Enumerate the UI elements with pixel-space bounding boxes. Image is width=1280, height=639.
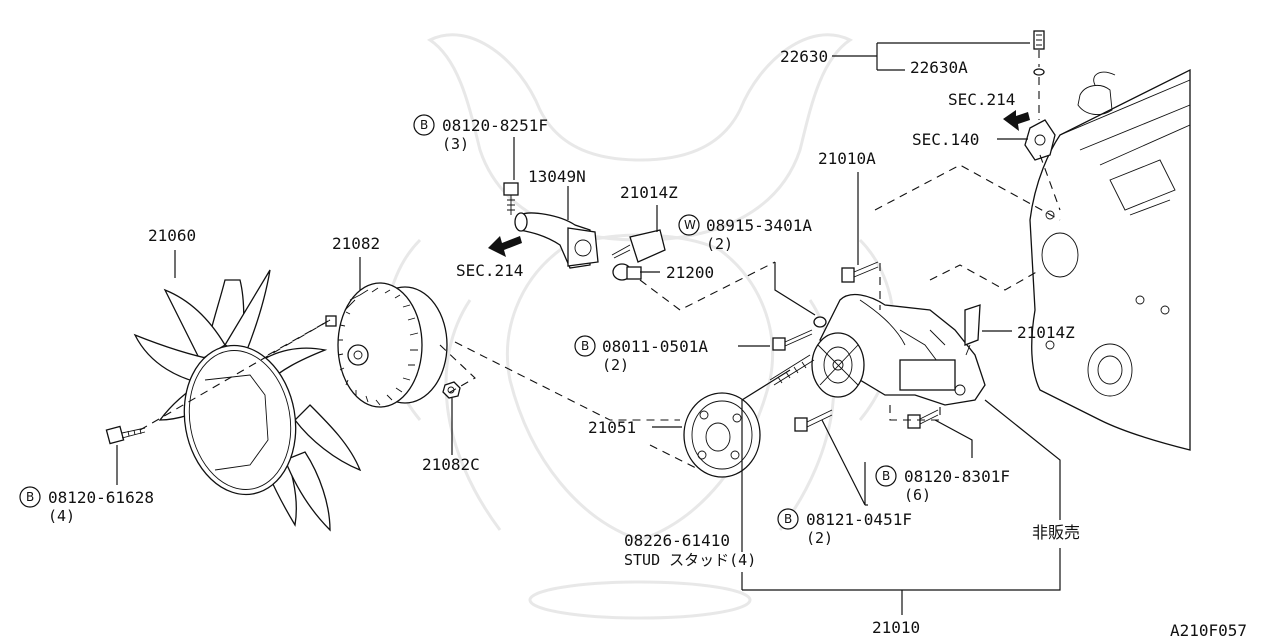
water-pump-icon — [811, 293, 986, 406]
label-21010: 21010 — [872, 618, 920, 637]
nut-21082c-icon — [442, 381, 461, 399]
pulley-icon — [683, 392, 761, 478]
outlet-connector-icon — [1024, 119, 1056, 161]
labels: 22630 22630A SEC.214 SEC.140 B 08120-825… — [19, 47, 1247, 639]
label-13049n: 13049N — [528, 167, 586, 186]
label-stud-text: STUD スタッド(4) — [624, 551, 756, 569]
bolt-marker-icon-2 — [574, 335, 596, 357]
label-21051: 21051 — [588, 418, 636, 437]
bolt-marker-icon-4 — [875, 465, 897, 487]
label-sec214-top: SEC.214 — [948, 90, 1015, 109]
label-21060: 21060 — [148, 226, 196, 245]
temp-sensor-right-icon — [964, 304, 981, 356]
bolt-marker-letter-3: B — [26, 490, 34, 504]
label-22630: 22630 — [780, 47, 828, 66]
label-qty-2-washer: (2) — [706, 235, 733, 253]
bolt-08121-0451f-icon — [794, 409, 833, 432]
engine-block-icon — [1029, 68, 1191, 451]
washer-marker-icon — [678, 214, 700, 236]
bolt-marker-icon-5 — [777, 508, 799, 530]
label-sec140: SEC.140 — [912, 130, 979, 149]
label-sec214-left: SEC.214 — [456, 261, 523, 280]
fan-icon — [133, 269, 362, 532]
label-21082: 21082 — [332, 234, 380, 253]
bolt-marker-icon — [413, 114, 435, 136]
leader-lines — [116, 42, 1061, 615]
bolt-08120-8301f-icon — [907, 409, 939, 429]
label-stud-number: 08226-61410 — [624, 531, 730, 550]
water-temp-switch-icon — [1033, 30, 1045, 76]
label-08120-8251f: 08120-8251F — [442, 116, 548, 135]
bolt-marker-letter-4: B — [882, 469, 890, 483]
bolt-08120-61628-icon — [105, 425, 146, 445]
label-08120-61628: 08120-61628 — [48, 488, 154, 507]
thermostat-icon — [612, 263, 642, 281]
bolt-08120-8251f-icon — [503, 182, 519, 215]
bolt-marker-letter-2: B — [581, 339, 589, 353]
fan-clutch-icon — [325, 282, 448, 408]
washer-marker-letter: W — [684, 218, 696, 232]
label-not-for-sale: 非販売 — [1032, 523, 1080, 542]
diagram-code: A210F057 — [1170, 621, 1247, 639]
bolt-marker-letter: B — [420, 118, 428, 132]
label-08121-0451f: 08121-0451F — [806, 510, 912, 529]
stud-icon — [769, 354, 815, 386]
label-21082c: 21082C — [422, 455, 480, 474]
label-22630a: 22630A — [910, 58, 968, 77]
label-21014z-top: 21014Z — [620, 183, 678, 202]
bolt-marker-letter-5: B — [784, 512, 792, 526]
bolt-marker-icon-3 — [19, 486, 41, 508]
bolt-08011-0501a-icon — [772, 329, 813, 351]
label-08011-0501a: 08011-0501A — [602, 337, 708, 356]
label-qty-2-08121: (2) — [806, 529, 833, 547]
washer-icon — [813, 316, 827, 328]
label-21200: 21200 — [666, 263, 714, 282]
label-08915-3401a: 08915-3401A — [706, 216, 812, 235]
label-21014z-right: 21014Z — [1017, 323, 1075, 342]
label-qty-3: (3) — [442, 135, 469, 153]
label-21010a: 21010A — [818, 149, 876, 168]
label-qty-2-08011: (2) — [602, 356, 629, 374]
bolt-21010a-icon — [841, 261, 879, 283]
label-qty-4: (4) — [48, 507, 75, 525]
label-08120-8301f: 08120-8301F — [904, 467, 1010, 486]
label-qty-6: (6) — [904, 486, 931, 504]
water-outlet-icon — [514, 212, 599, 269]
arrow-icon — [488, 110, 1030, 257]
temp-sensor-icon — [611, 229, 666, 263]
